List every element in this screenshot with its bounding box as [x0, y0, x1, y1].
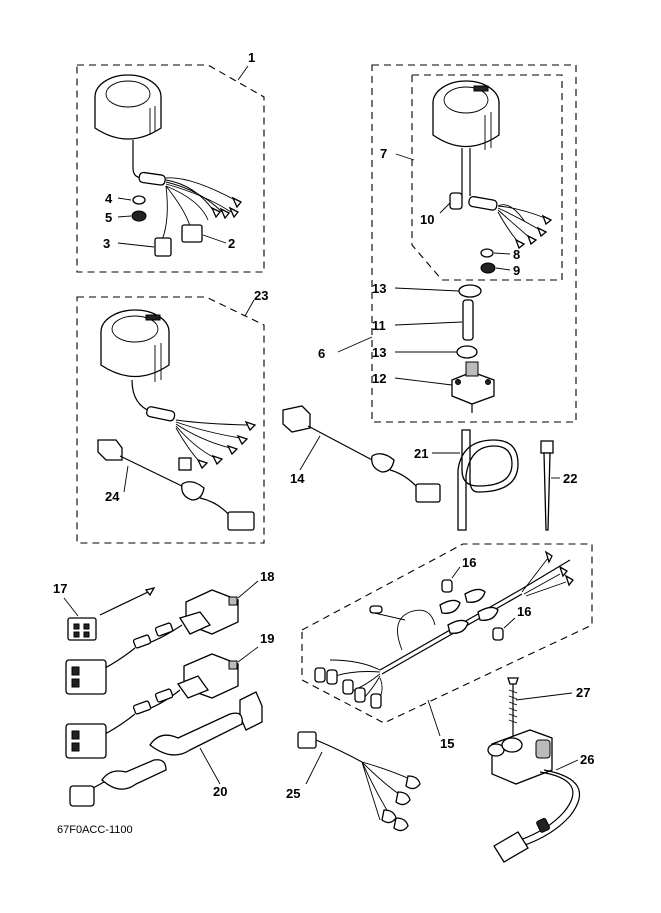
group-15-wiring-harness [301, 543, 593, 737]
callout-7: 7 [380, 146, 387, 161]
clamp-13a [458, 284, 482, 298]
callout-18: 18 [260, 569, 274, 584]
harness-7 [468, 195, 553, 250]
harness-20 [69, 691, 263, 807]
callout-24: 24 [105, 489, 120, 504]
callout-10: 10 [420, 212, 434, 227]
adapter-harness-19 [65, 646, 259, 759]
sensor-26 [487, 729, 581, 863]
callout-3: 3 [103, 236, 110, 251]
extension-harness-24 [97, 439, 255, 531]
callout-11: 11 [372, 318, 386, 333]
cable-tie-22 [540, 440, 560, 531]
nut-9 [480, 262, 496, 274]
connector-16b [492, 627, 504, 641]
callout-17: 17 [53, 581, 67, 596]
callout-22: 22 [563, 471, 577, 486]
group-1-tachometer-kit [76, 64, 265, 273]
harness-1 [138, 171, 243, 241]
callout-21: 21 [414, 446, 428, 461]
callout-19: 19 [260, 631, 274, 646]
gauge-7 [432, 80, 500, 198]
callout-9: 9 [513, 263, 520, 278]
callout-26: 26 [580, 752, 594, 767]
cap-23 [178, 457, 192, 471]
callout-14: 14 [290, 471, 305, 486]
gauge-23 [100, 309, 170, 413]
callout-15: 15 [440, 736, 454, 751]
callout-1: 1 [248, 50, 255, 65]
cap-10 [449, 192, 463, 210]
group-6-gauge-kit [337, 64, 577, 423]
washer-4 [132, 195, 146, 205]
callout-13a: 13 [372, 281, 386, 296]
callout-16a: 16 [462, 555, 476, 570]
diagram-code: 67F0ACC-1100 [57, 824, 133, 836]
callout-8: 8 [513, 247, 520, 262]
callout-25: 25 [286, 786, 300, 801]
cap-3 [154, 237, 172, 257]
callout-12: 12 [372, 371, 386, 386]
callout-2: 2 [228, 236, 235, 251]
connector-2 [181, 224, 203, 243]
tube-11 [462, 299, 474, 341]
gauge-1 [94, 74, 162, 179]
extension-harness-14 [282, 405, 441, 503]
callout-16b: 16 [517, 604, 531, 619]
washer-8 [480, 248, 494, 258]
callout-6: 6 [318, 346, 325, 361]
callout-13b: 13 [372, 345, 386, 360]
clamp-13b [456, 345, 478, 359]
harness-25 [297, 731, 421, 832]
harness-23 [146, 406, 257, 470]
callout-20: 20 [213, 784, 227, 799]
connector-17 [63, 586, 156, 641]
adapter-harness-18 [65, 580, 259, 695]
group-23-gauge-kit [76, 296, 265, 544]
sensor-12 [451, 361, 495, 413]
callout-27: 27 [576, 685, 590, 700]
callout-23: 23 [254, 288, 268, 303]
callout-5: 5 [105, 210, 112, 225]
bolt-27 [507, 677, 573, 744]
connector-16a [441, 579, 453, 593]
callout-4: 4 [105, 191, 113, 206]
hose-21 [432, 429, 519, 531]
nut-5 [131, 210, 147, 222]
harness-15 [314, 550, 574, 709]
